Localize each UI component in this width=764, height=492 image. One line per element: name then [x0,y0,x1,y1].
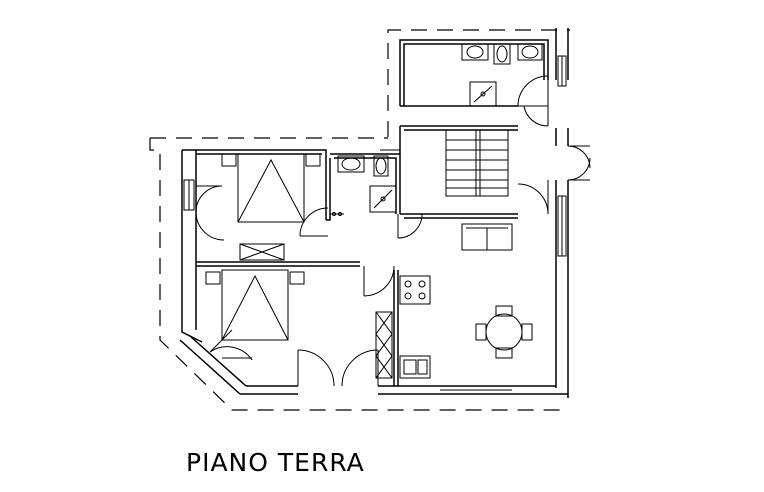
bathroom-fixtures [337,155,397,213]
double-bed-lower [205,269,305,341]
floor-label: PIANO TERRA [186,448,365,477]
doors [195,75,591,387]
upper-bathroom-fixtures [461,43,543,107]
radiator-symbol [330,212,344,216]
site-boundary [149,29,570,411]
staircase [445,129,509,197]
windows [183,55,567,391]
kitchen [375,275,431,379]
double-bed-upper [221,153,321,261]
living-furniture [461,223,533,359]
